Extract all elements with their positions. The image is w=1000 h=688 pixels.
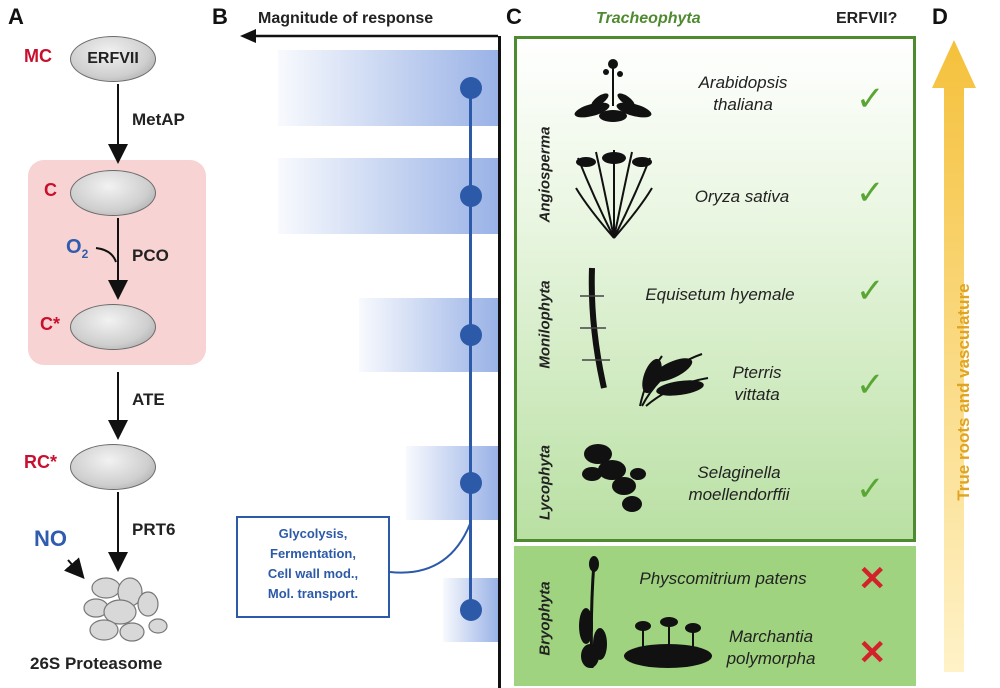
species-pterris-line1: Pterris <box>732 363 782 382</box>
evolution-arrow <box>932 40 976 672</box>
magnitude-axis-label: Magnitude of response <box>258 10 434 27</box>
arrow-no <box>63 557 85 580</box>
species-pterris: Pterris vittata <box>712 362 802 406</box>
oryza-icon <box>575 150 653 239</box>
mc-label: MC <box>24 46 52 66</box>
no-label: NO <box>34 526 67 551</box>
metap-label: MetAP <box>132 110 185 129</box>
species-selaginella-line1: Selaginella <box>697 463 781 482</box>
cross-icon-marchantia: ✕ <box>858 634 887 672</box>
proteasome-icon <box>83 577 168 642</box>
erfvii-protein: ERFVII <box>70 36 156 82</box>
callout-line-4: Mol. transport. <box>267 586 359 601</box>
panel-divider <box>498 36 501 688</box>
panel-letter-b: B <box>212 4 228 29</box>
erfvii-column-header: ERFVII? <box>836 10 898 27</box>
rcstar-label: RC* <box>24 452 58 472</box>
check-icon-arabidopsis: ✓ <box>856 80 885 118</box>
o2-text: O <box>66 236 82 258</box>
physcomitrium-icon <box>579 556 607 669</box>
species-marchantia: Marchantia polymorpha <box>716 626 826 670</box>
protein-rcstar <box>70 444 156 490</box>
group-monilophyta: Monilophyta <box>536 280 554 369</box>
cross-icon-physcomitrium: ✕ <box>858 560 887 598</box>
tree-connector <box>469 84 472 612</box>
group-lycophyta: Lycophyta <box>536 445 554 521</box>
o2-label: O2 <box>66 236 88 261</box>
check-icon-equisetum: ✓ <box>856 272 885 310</box>
pterris-icon <box>639 353 709 407</box>
panel-letter-c: C <box>506 4 522 29</box>
species-pterris-line2: vittata <box>734 385 780 404</box>
species-marchantia-line2: polymorpha <box>726 649 816 668</box>
species-arabidopsis-line2: thaliana <box>713 95 773 114</box>
species-equisetum: Equisetum hyemale <box>645 285 795 304</box>
o2-subscript: 2 <box>81 247 89 261</box>
proteasome-label: 26S Proteasome <box>30 654 163 673</box>
arabidopsis-icon <box>574 59 652 122</box>
species-arabidopsis: Arabidopsis thaliana <box>678 72 808 116</box>
protein-c <box>70 170 156 216</box>
species-physcomitrium: Physcomitrium patens <box>639 569 807 588</box>
c-label: C <box>44 180 57 200</box>
species-arabidopsis-line1: Arabidopsis <box>698 73 788 92</box>
callout-line-3: Cell wall mod., <box>267 566 359 581</box>
panel-letter-d: D <box>932 4 948 29</box>
species-oryza: Oryza sativa <box>694 187 790 206</box>
prt6-label: PRT6 <box>132 520 176 539</box>
panel-letter-a: A <box>8 4 24 29</box>
response-callout: Glycolysis, Fermentation, Cell wall mod.… <box>236 516 390 618</box>
protein-cstar <box>70 304 156 350</box>
species-marchantia-line1: Marchantia <box>728 627 814 646</box>
check-icon-oryza: ✓ <box>856 174 885 212</box>
species-selaginella-line2: moellendorffii <box>688 485 790 504</box>
group-angiosperma: Angiosperma <box>536 126 554 223</box>
check-icon-selaginella: ✓ <box>856 470 885 508</box>
erfvii-label: ERFVII <box>87 50 139 67</box>
callout-line-2: Fermentation, <box>270 546 356 561</box>
check-icon-pterris: ✓ <box>856 366 885 404</box>
callout-line-1: Glycolysis, <box>278 526 348 541</box>
group-bryophyta: Bryophyta <box>536 581 554 656</box>
panel-a-arrows <box>63 84 168 642</box>
pco-label: PCO <box>132 246 169 265</box>
cstar-label: C* <box>40 314 61 334</box>
o2-curve <box>95 247 117 263</box>
true-roots-label: True roots and vasculature <box>954 283 973 501</box>
magnitude-axis <box>240 29 498 43</box>
marchantia-icon <box>624 617 712 668</box>
equisetum-icon <box>580 267 610 389</box>
callout-connector <box>389 523 471 574</box>
selaginella-icon <box>582 444 646 512</box>
response-bar <box>406 446 498 520</box>
ate-label: ATE <box>132 390 165 409</box>
species-selaginella: Selaginella moellendorffii <box>664 462 814 506</box>
tracheophyta-box <box>514 36 916 542</box>
tracheophyta-title: Tracheophyta <box>596 10 701 27</box>
